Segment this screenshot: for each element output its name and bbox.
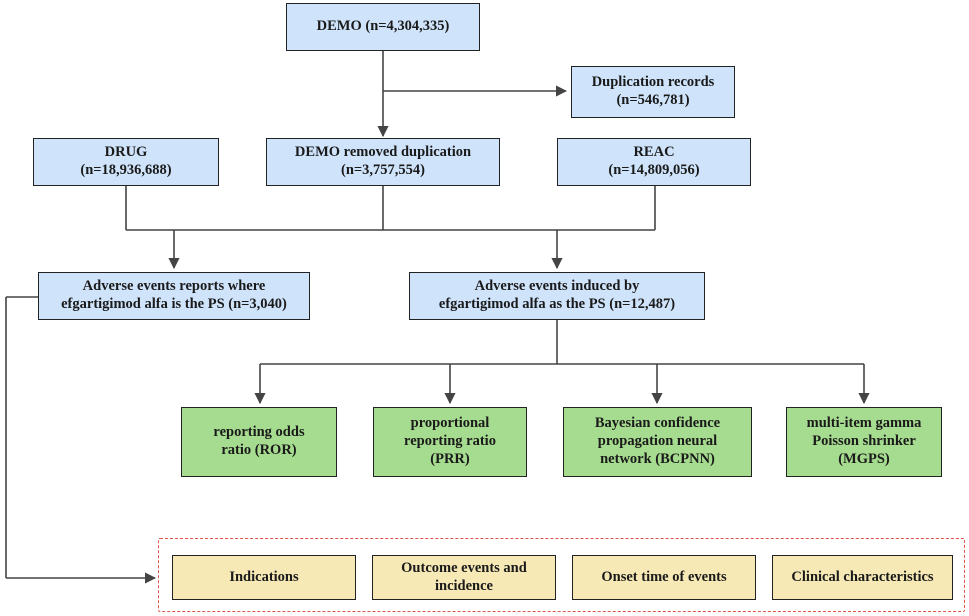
reports-ps-box: Adverse events reports where efgartigimo… <box>38 272 310 320</box>
outcome-line1: Outcome events and <box>401 559 527 576</box>
indications-label: Indications <box>229 568 299 585</box>
ror-line2: ratio (ROR) <box>221 442 297 458</box>
reac-box: REAC (n=14,809,056) <box>557 138 751 186</box>
demo-removed-duplication-box: DEMO removed duplication (n=3,757,554) <box>266 138 500 186</box>
mgps-line3: (MGPS) <box>838 450 890 467</box>
outcome-box: Outcome events and incidence <box>372 555 556 600</box>
prr-box: proportional reporting ratio (PRR) <box>373 407 527 477</box>
mgps-box: multi-item gamma Poisson shrinker (MGPS) <box>786 407 942 477</box>
demo-label: DEMO (n=4,304,335) <box>316 18 450 35</box>
demo-removed-count: (n=3,757,554) <box>341 162 425 178</box>
bcpnn-line2: propagation neural <box>597 433 718 450</box>
onset-label: Onset time of events <box>601 568 727 585</box>
demo-box: DEMO (n=4,304,335) <box>286 3 480 51</box>
prr-line3: (PRR) <box>430 450 470 467</box>
induced-ps-box: Adverse events induced by efgartigimod a… <box>409 272 705 320</box>
reports-ps-line1: Adverse events reports where <box>82 278 266 295</box>
outcome-line2: incidence <box>435 577 493 594</box>
clinical-label: Clinical characteristics <box>791 568 934 585</box>
induced-ps-line1: Adverse events induced by <box>474 278 640 295</box>
mgps-line1: multi-item gamma <box>806 415 922 432</box>
analysis-group <box>158 538 965 612</box>
duplication-records-box: Duplication records (n=546,781) <box>571 66 735 118</box>
drug-count: (n=18,936,688) <box>80 162 172 178</box>
reac-title: REAC <box>633 144 675 161</box>
bcpnn-line1: Bayesian confidence <box>594 415 721 432</box>
drug-box: DRUG (n=18,936,688) <box>33 138 219 186</box>
indications-box: Indications <box>172 555 356 600</box>
demo-removed-title: DEMO removed duplication <box>294 144 472 161</box>
duplication-count: (n=546,781) <box>616 92 690 108</box>
prr-line2: reporting ratio <box>404 433 496 450</box>
ror-line1: reporting odds <box>213 424 305 441</box>
reac-count: (n=14,809,056) <box>608 162 700 178</box>
prr-line1: proportional <box>410 415 490 432</box>
duplication-title: Duplication records <box>591 74 715 91</box>
reports-ps-line2: efgartigimod alfa is the PS (n=3,040) <box>61 296 287 312</box>
mgps-line2: Poisson shrinker <box>812 433 916 450</box>
onset-box: Onset time of events <box>572 555 756 600</box>
ror-box: reporting odds ratio (ROR) <box>181 407 337 477</box>
bcpnn-line3: network (BCPNN) <box>600 450 715 467</box>
induced-ps-line2: efgartigimod alfa as the PS (n=12,487) <box>438 296 676 312</box>
bcpnn-box: Bayesian confidence propagation neural n… <box>563 407 752 477</box>
drug-title: DRUG <box>104 144 148 161</box>
clinical-box: Clinical characteristics <box>772 555 953 600</box>
